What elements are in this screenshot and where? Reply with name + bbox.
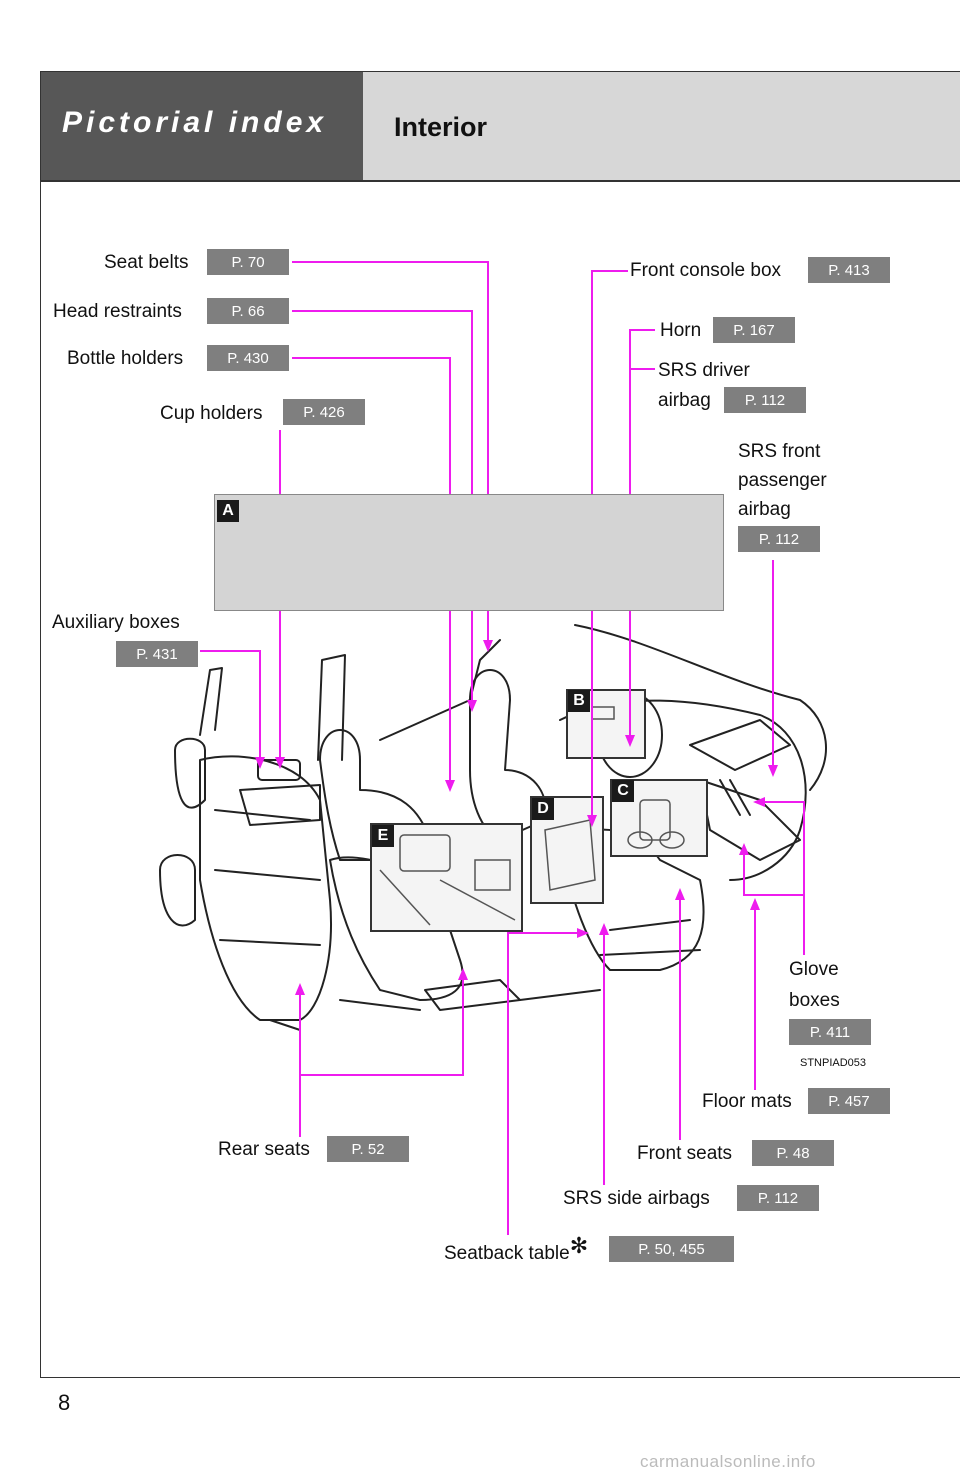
section-a-banner bbox=[214, 494, 724, 611]
label-rear-seats: Rear seats bbox=[218, 1139, 310, 1160]
footer-watermark: carmanualsonline.info bbox=[640, 1452, 816, 1471]
section-title: Pictorial index bbox=[62, 106, 328, 139]
label-srs-front-passenger-line3: airbag bbox=[738, 499, 791, 520]
label-front-seats: Front seats bbox=[637, 1143, 733, 1164]
page-ref-seat-belts[interactable]: P. 70 bbox=[207, 249, 289, 275]
label-floor-mats: Floor mats bbox=[702, 1091, 792, 1112]
page-ref-glove-boxes[interactable]: P. 411 bbox=[789, 1019, 871, 1045]
subsection-title: Interior bbox=[394, 112, 488, 142]
page-ref-front-seats[interactable]: P. 48 bbox=[752, 1140, 834, 1166]
subsection-header bbox=[363, 72, 960, 180]
label-srs-front-passenger-line2: passenger bbox=[738, 470, 827, 491]
image-code: STNPIAD053 bbox=[800, 1057, 867, 1069]
callout-e: E bbox=[372, 825, 394, 847]
label-auxiliary-boxes: Auxiliary boxes bbox=[52, 612, 180, 633]
label-seatback-table: Seatback table✻ bbox=[444, 1233, 588, 1265]
callout-c: C bbox=[612, 780, 634, 802]
header-divider bbox=[41, 180, 960, 182]
label-glove-boxes-line1: Glove bbox=[789, 959, 839, 980]
callout-d: D bbox=[532, 798, 554, 820]
label-srs-driver-airbag-line1: SRS driver bbox=[658, 360, 750, 381]
label-seatback-table-text: Seatback table bbox=[444, 1243, 570, 1264]
seatback-table-note-mark: ✻ bbox=[569, 1233, 589, 1258]
label-cup-holders: Cup holders bbox=[160, 403, 263, 424]
page-ref-auxiliary-boxes[interactable]: P. 431 bbox=[116, 641, 198, 667]
page-ref-bottle-holders[interactable]: P. 430 bbox=[207, 345, 289, 371]
section-header bbox=[41, 72, 363, 180]
label-seat-belts: Seat belts bbox=[104, 252, 189, 273]
label-srs-side-airbags: SRS side airbags bbox=[563, 1188, 710, 1209]
page-ref-srs-front-passenger-airbag[interactable]: P. 112 bbox=[738, 526, 820, 552]
label-front-console-box: Front console box bbox=[630, 260, 782, 281]
label-srs-front-passenger-line1: SRS front bbox=[738, 441, 821, 462]
page-ref-horn[interactable]: P. 167 bbox=[713, 317, 795, 343]
page-ref-seatback-table[interactable]: P. 50, 455 bbox=[609, 1236, 734, 1262]
label-glove-boxes-line2: boxes bbox=[789, 990, 840, 1011]
page-ref-srs-driver-airbag[interactable]: P. 112 bbox=[724, 387, 806, 413]
page-ref-front-console-box[interactable]: P. 413 bbox=[808, 257, 890, 283]
label-srs-driver-airbag-line2: airbag bbox=[658, 390, 711, 411]
page-ref-floor-mats[interactable]: P. 457 bbox=[808, 1088, 890, 1114]
callout-b: B bbox=[568, 690, 590, 712]
callout-a: A bbox=[217, 500, 239, 522]
page-ref-head-restraints[interactable]: P. 66 bbox=[207, 298, 289, 324]
page-ref-rear-seats[interactable]: P. 52 bbox=[327, 1136, 409, 1162]
label-head-restraints: Head restraints bbox=[53, 301, 182, 322]
page-frame bbox=[40, 71, 960, 1378]
page-ref-srs-side-airbags[interactable]: P. 112 bbox=[737, 1185, 819, 1211]
label-bottle-holders: Bottle holders bbox=[67, 348, 184, 369]
label-horn: Horn bbox=[660, 320, 702, 341]
page-ref-cup-holders[interactable]: P. 426 bbox=[283, 399, 365, 425]
page-number: 8 bbox=[58, 1390, 71, 1415]
